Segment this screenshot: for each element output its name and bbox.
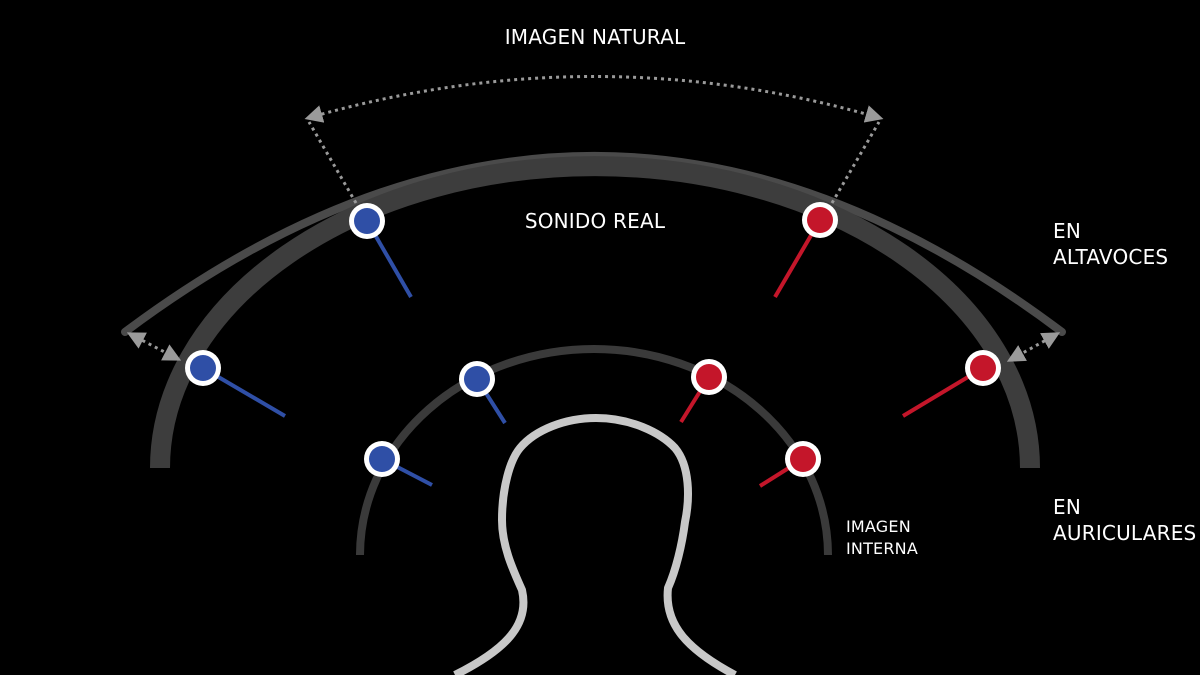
speaker-arc xyxy=(150,156,1040,469)
speaker-marker-icon xyxy=(459,361,507,425)
speaker-to-image-arrow-right xyxy=(1006,332,1061,362)
speaker-marker-icon xyxy=(901,350,1001,418)
speaker-marker-icon xyxy=(758,441,821,488)
natural-image-arc xyxy=(121,152,1066,336)
headphones-label-line1: EN xyxy=(1053,495,1081,519)
speaker-marker-icon xyxy=(679,359,727,424)
speaker-marker-icon xyxy=(773,202,838,299)
speakers-label-line1: EN xyxy=(1053,219,1081,243)
real-sound-label: SONIDO REAL xyxy=(524,209,666,233)
headphones-label: EN AURICULARES xyxy=(1053,494,1196,546)
internal-image-label: IMAGEN INTERNA xyxy=(846,516,918,561)
internal-image-label-line1: IMAGEN xyxy=(846,517,911,536)
speaker-marker-icon xyxy=(185,350,287,418)
natural-image-span-arrow xyxy=(304,75,884,204)
speaker-marker-icon xyxy=(349,203,413,299)
head-silhouette-icon xyxy=(453,414,737,675)
speaker-marker-icon xyxy=(364,441,433,487)
speakers-label: EN ALTAVOCES xyxy=(1053,218,1168,270)
headphones-label-line2: AURICULARES xyxy=(1053,521,1197,545)
internal-image-label-line2: INTERNA xyxy=(846,539,919,559)
speakers-label-line2: ALTAVOCES xyxy=(1053,245,1169,269)
headphone-arc xyxy=(356,345,832,556)
natural-image-label: IMAGEN NATURAL xyxy=(504,25,686,49)
speaker-to-image-arrow-left xyxy=(126,332,182,361)
